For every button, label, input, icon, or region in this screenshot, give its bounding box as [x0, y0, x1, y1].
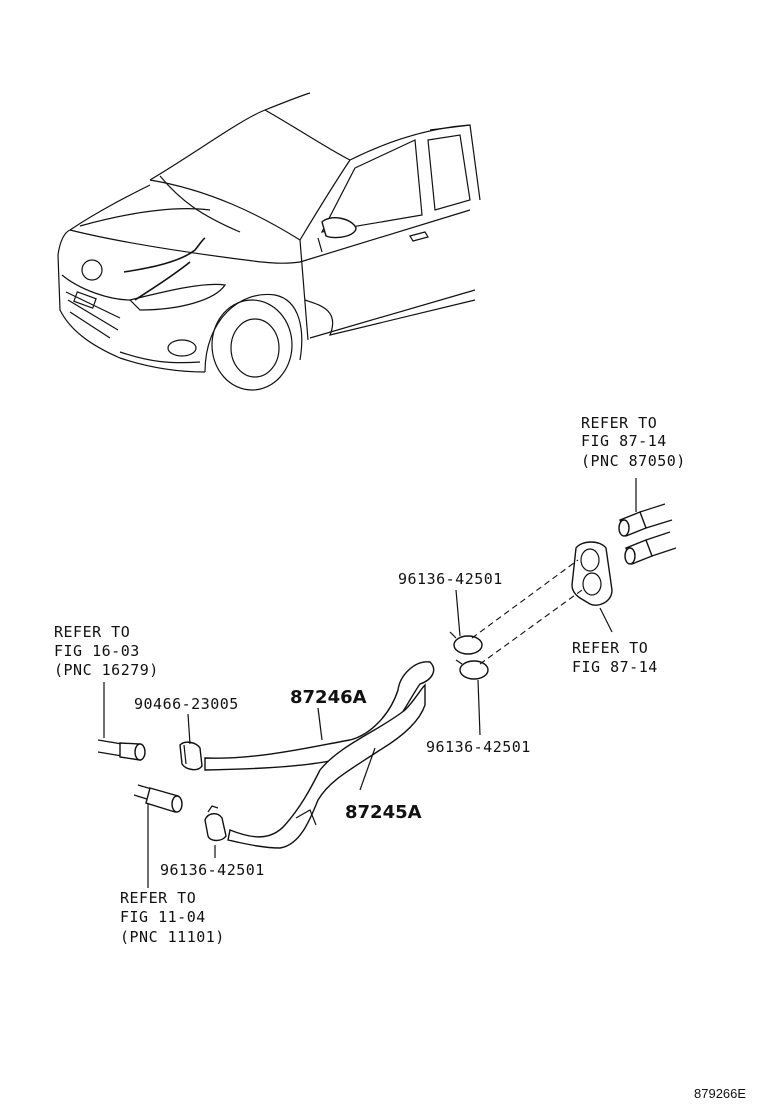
part-number-hose-lower: 87245A — [345, 802, 422, 823]
part-number-clamp-right: 96136-42501 — [426, 738, 531, 756]
hose-87245a — [227, 683, 426, 849]
svg-text:(PNC 16279): (PNC 16279) — [54, 661, 159, 679]
clamp-upper-96136-42501 — [449, 631, 483, 655]
refer-label-16279: REFER TO FIG 16-03 (PNC 16279) — [54, 623, 159, 679]
grommet — [571, 541, 613, 606]
clamp-lower-96136-42501 — [455, 659, 489, 680]
clamp-90466-23005 — [179, 741, 203, 771]
part-number-clamp-bottom: 96136-42501 — [160, 861, 265, 879]
refer-label-11101: REFER TO FIG 11-04 (PNC 11101) — [120, 889, 225, 946]
pipe-connector-11101 — [133, 784, 183, 813]
svg-text:REFER TO: REFER TO — [572, 639, 648, 657]
svg-text:(PNC 11101): (PNC 11101) — [120, 928, 225, 946]
svg-text:FIG 87-14: FIG 87-14 — [581, 432, 667, 450]
svg-text:(PNC 87050): (PNC 87050) — [581, 452, 686, 470]
svg-text:FIG 87-14: FIG 87-14 — [572, 658, 658, 676]
part-number-hose-upper: 87246A — [290, 687, 367, 708]
part-number-clamp-left: 90466-23005 — [134, 695, 239, 713]
refer-label-87-14: REFER TO FIG 87-14 — [572, 639, 658, 676]
guide-line — [471, 559, 579, 639]
svg-text:FIG 16-03: FIG 16-03 — [54, 642, 140, 660]
svg-text:REFER TO: REFER TO — [581, 414, 657, 432]
pipe-connector-87050 — [618, 503, 677, 565]
refer-label-87050: REFER TO FIG 87-14 (PNC 87050) — [581, 414, 686, 470]
svg-text:REFER TO: REFER TO — [120, 889, 196, 907]
part-number-clamp-upper: 96136-42501 — [398, 570, 503, 588]
leader-lines — [103, 478, 637, 888]
guide-line — [479, 589, 583, 665]
svg-text:FIG 11-04: FIG 11-04 — [120, 908, 206, 926]
car-illustration — [57, 92, 481, 391]
figure-id: 879266E — [694, 1086, 746, 1101]
clamp-bottom-96136-42501 — [204, 805, 227, 842]
svg-text:REFER TO: REFER TO — [54, 623, 130, 641]
pipe-connector-16279 — [97, 739, 146, 761]
